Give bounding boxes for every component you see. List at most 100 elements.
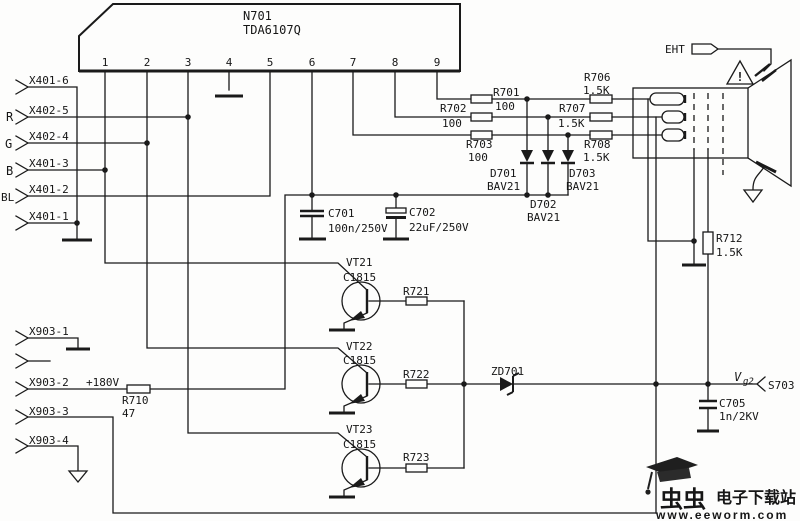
cathode-3 (661, 128, 685, 142)
c701-ref: C701 (328, 207, 355, 220)
resistor-r710 (126, 384, 151, 394)
pin-6-label: 6 (309, 56, 316, 69)
r707-value: 1.5K (558, 117, 585, 130)
connector-x401-3: X401-3 (29, 157, 69, 170)
junction-dots (74, 96, 711, 387)
watermark-url: www.eeworm.com (655, 508, 788, 521)
video-transistors: VT21 C1815 R721 VT22 C1815 R722 VT23 C18… (329, 256, 465, 499)
connector-chevrons (15, 79, 30, 231)
d702-part: BAV21 (527, 211, 560, 224)
input-wires (27, 70, 271, 239)
rail-wires (149, 194, 569, 390)
x903-4-ground-triangle (67, 470, 89, 484)
connector-x402-4: X402-4 (29, 130, 69, 143)
rail-voltage-label: +180V (86, 376, 119, 389)
pin-5-label: 5 (267, 56, 274, 69)
s703-label: S703 (768, 379, 795, 392)
aquadag-stroke (755, 160, 777, 174)
r721-ref: R721 (403, 285, 430, 298)
r712-ref: R712 (716, 232, 743, 245)
x903-chevrons (15, 330, 30, 454)
crt-gun-box (632, 87, 749, 159)
ic-part-label: TDA6107Q (243, 23, 301, 37)
pin-2-label: 2 (144, 56, 151, 69)
signal-bl-label: BL (1, 191, 15, 204)
c702-value: 22uF/250V (409, 221, 469, 234)
d703-ref: D703 (569, 167, 596, 180)
pin-3-label: 3 (185, 56, 192, 69)
zener-zd701 (500, 377, 513, 391)
r710-value: 47 (122, 407, 135, 420)
r708-ref: R708 (584, 138, 611, 151)
c701-value: 100n/250V (328, 222, 388, 235)
connector-x903-3: X903-3 (29, 405, 69, 418)
eht-label: EHT (665, 43, 685, 56)
r702-value: 100 (442, 117, 462, 130)
pin-4-label: 4 (226, 56, 233, 69)
resistor-r707 (589, 112, 613, 122)
diode-d702 (542, 150, 554, 162)
capacitor-c702-pos-plate (385, 207, 407, 214)
connector-x903-2: X903-2 (29, 376, 69, 389)
d701-part: BAV21 (487, 180, 520, 193)
r706-ref: R706 (584, 71, 611, 84)
resistor-r702 (470, 112, 493, 122)
vt22-part: C1815 (343, 354, 376, 367)
c705-ref: C705 (719, 397, 746, 410)
signal-r-label: R (6, 110, 14, 124)
r708-value: 1.5K (583, 151, 610, 164)
capacitor-c701 (300, 209, 324, 218)
vt21-part: C1815 (343, 271, 376, 284)
resistor-r721 (405, 296, 428, 306)
r710-ref: R710 (122, 394, 149, 407)
resistor-r712 (702, 231, 714, 255)
vt22-emitter-arrow (349, 394, 365, 404)
r702-ref: R702 (440, 102, 467, 115)
diode-d703 (562, 150, 574, 162)
c705-value: 1n/2KV (719, 410, 759, 423)
connector-x903-1: X903-1 (29, 325, 69, 338)
cathode-network: R701 100 R702 100 R703 100 R706 1.5K R70… (440, 71, 663, 224)
capacitor-c705 (699, 399, 717, 410)
g1-ground-wires (647, 98, 695, 514)
r707-ref: R707 (559, 102, 586, 115)
watermark-logo-text: 虫虫 (660, 486, 706, 512)
bottom-connectors: X903-1 X903-2 +180V X903-3 X903-4 R710 4… (15, 325, 658, 514)
connector-x401-2: X401-2 (29, 183, 69, 196)
diode-d701 (521, 150, 533, 162)
cathode-1 (649, 92, 685, 106)
vt23-emitter-arrow (349, 478, 365, 488)
pin-wires (104, 70, 472, 458)
r701-value: 100 (495, 100, 515, 113)
ic-n701: N701 TDA6107Q 1 2 3 4 5 6 7 8 9 (78, 3, 472, 458)
zd701-ref: ZD701 (491, 365, 524, 378)
warning-triangle (725, 59, 755, 85)
g2-network: ZD701 S703 V g2 R712 1.5K C705 1n/2KV (463, 98, 795, 514)
diode-leads (526, 98, 569, 196)
connector-x402-5: X402-5 (29, 104, 69, 117)
grad-cap-board (646, 457, 698, 475)
grad-cap-body (657, 468, 691, 482)
vg2-label: V (734, 370, 742, 384)
eht-connector (691, 43, 720, 55)
r723-ref: R723 (403, 451, 430, 464)
connector-x401-1: X401-1 (29, 210, 69, 223)
r722-ref: R722 (403, 368, 430, 381)
watermark-site-name: 电子下载站 (716, 488, 796, 507)
warning-exclamation: ! (736, 70, 743, 84)
supply-rail: C701 100n/250V C702 22uF/250V (149, 194, 569, 390)
d702-ref: D702 (530, 198, 557, 211)
c702-ref: C702 (409, 206, 436, 219)
pin-7-label: 7 (350, 56, 357, 69)
watermark: 虫虫 电子下载站 www.eeworm.com (645, 457, 796, 521)
r706-value: 1.5K (583, 84, 610, 97)
r703-value: 100 (468, 151, 488, 164)
pin-1-label: 1 (102, 56, 109, 69)
ic-outline (78, 3, 461, 72)
connector-x903-4: X903-4 (29, 434, 69, 447)
ic-pin-numbers: 1 2 3 4 5 6 7 8 9 (102, 56, 441, 69)
s703-chevron (756, 376, 766, 392)
vt22-ref: VT22 (346, 340, 373, 353)
r701-ref: R701 (493, 86, 520, 99)
